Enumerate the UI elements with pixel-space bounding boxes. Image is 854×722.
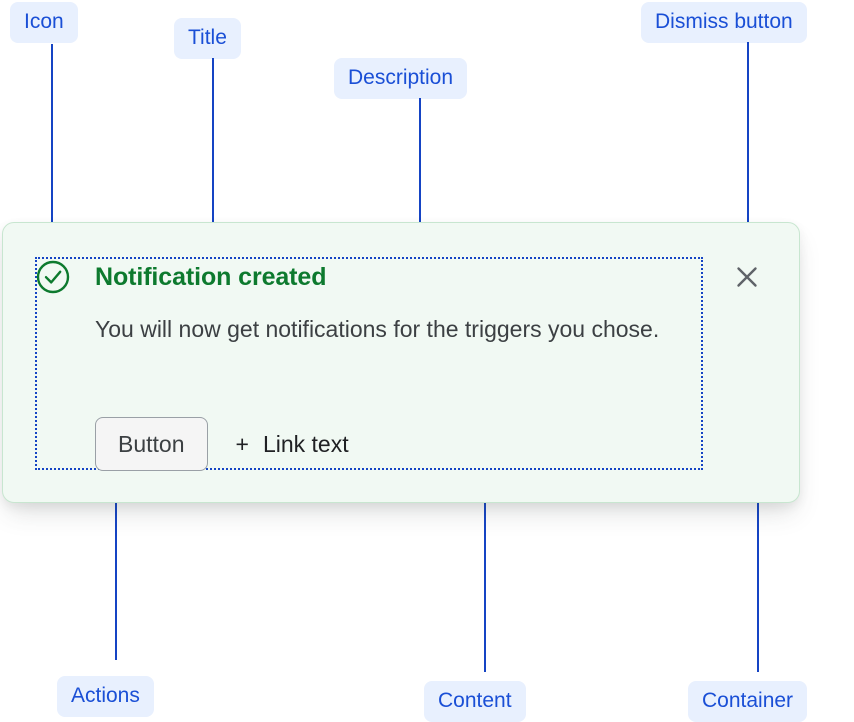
connector-line-content	[484, 472, 486, 672]
notification-content-outline	[35, 257, 703, 470]
action-button[interactable]: Button	[95, 417, 208, 471]
plus-icon: +	[235, 430, 249, 457]
notification-title: Notification created	[95, 263, 327, 291]
connector-line-icon	[51, 44, 53, 250]
connector-line-container	[757, 472, 759, 672]
annotation-label-content: Content	[424, 681, 526, 722]
connector-line-dismiss-button	[747, 42, 749, 248]
connector-line-description	[419, 98, 421, 304]
action-link[interactable]: + Link text	[236, 431, 349, 458]
annotation-label-icon: Icon	[10, 2, 78, 43]
connector-line-actions	[115, 466, 117, 660]
action-link-label: Link text	[262, 430, 349, 457]
annotation-label-actions: Actions	[57, 676, 154, 717]
annotation-label-title: Title	[174, 18, 241, 59]
annotation-label-dismiss-button: Dismiss button	[641, 2, 807, 43]
close-icon[interactable]	[731, 261, 763, 293]
check-circle-icon	[36, 260, 70, 294]
annotation-label-description: Description	[334, 58, 468, 99]
notification-actions: Button + Link text	[95, 417, 349, 471]
connector-line-title	[212, 58, 214, 276]
notification-description: You will now get notifications for the t…	[95, 316, 660, 342]
annotation-label-container: Container	[688, 681, 808, 722]
